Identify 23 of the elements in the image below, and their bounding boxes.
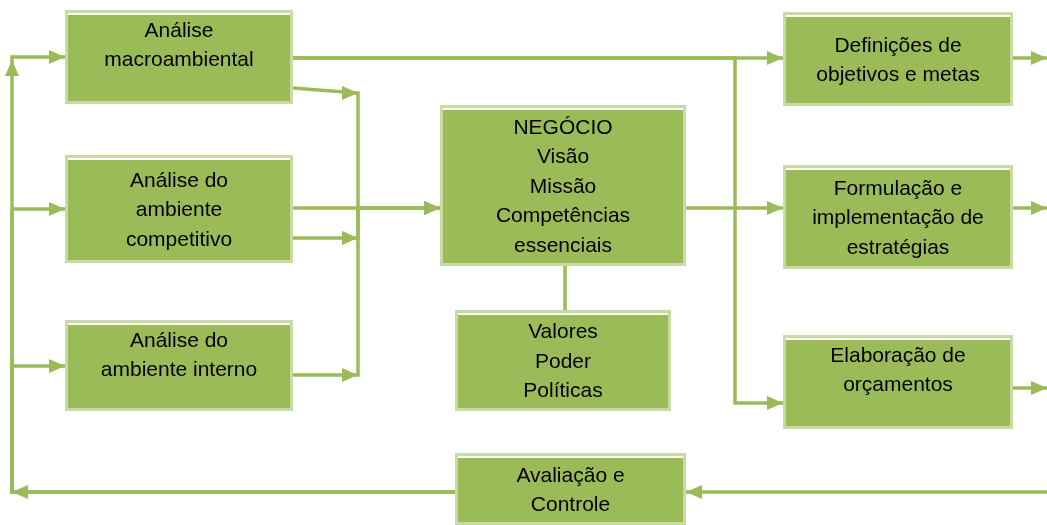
- box-text: Valores: [528, 318, 598, 345]
- process-box: [65, 320, 293, 411]
- process-box: [440, 105, 686, 266]
- process-box: [65, 155, 293, 263]
- box-text: Elaboração de orçamentos: [829, 342, 967, 398]
- box-text: Análise macroambiental: [103, 17, 255, 73]
- box-text: NEGÓCIO: [513, 114, 613, 140]
- box-text: Análise do ambiente competitivo: [124, 166, 234, 252]
- process-box: [783, 335, 1013, 429]
- box-text: Formulação e implementação de estratégias: [811, 174, 985, 260]
- process-box: [455, 310, 671, 411]
- process-box: [455, 453, 686, 525]
- box-text: Competências essenciais: [494, 202, 632, 258]
- box-text: Missão: [529, 172, 597, 199]
- box-text: Avaliação e Controle: [515, 461, 626, 517]
- box-text: Visão: [536, 143, 590, 170]
- process-box: [65, 10, 293, 104]
- box-text: Poder: [534, 347, 591, 374]
- box-text: Análise do ambiente interno: [99, 327, 259, 383]
- box-text: Definições de objetivos e metas: [815, 31, 981, 87]
- box-text: Políticas: [523, 377, 603, 404]
- process-box: [783, 12, 1013, 106]
- process-box: [783, 165, 1013, 269]
